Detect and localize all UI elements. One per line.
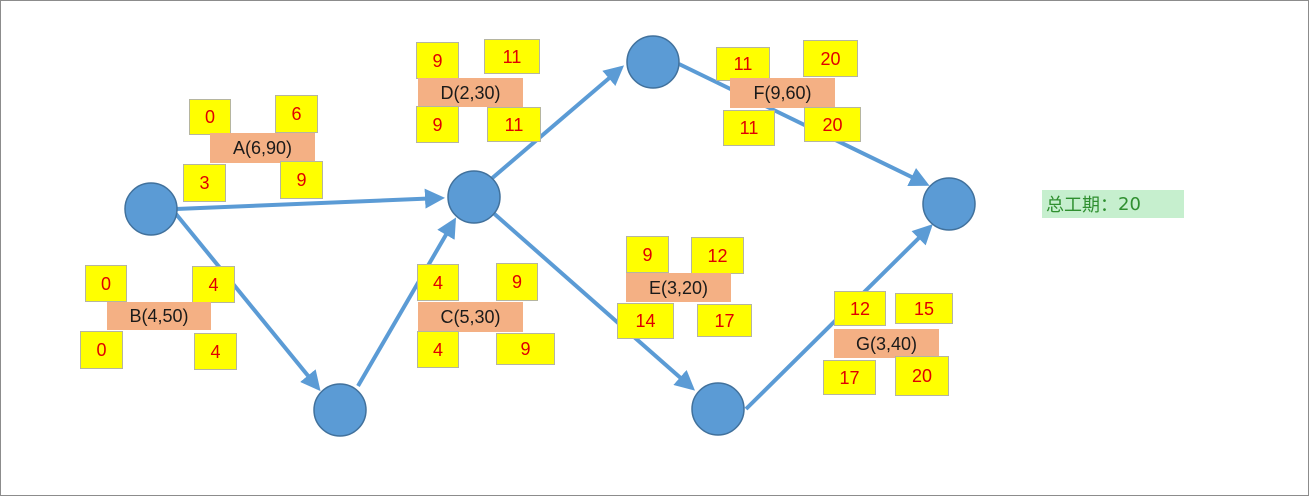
activity-b-es: 0 xyxy=(85,265,127,302)
activity-g-lf: 20 xyxy=(895,356,949,396)
activity-c-lf: 9 xyxy=(496,333,555,365)
activity-f-lf: 20 xyxy=(804,107,861,142)
total-duration-value: 20 xyxy=(1118,193,1141,215)
activity-g-label: G(3,40) xyxy=(834,329,939,358)
activity-c-es: 4 xyxy=(417,264,459,301)
activity-b-lf: 4 xyxy=(194,333,237,370)
activity-e-es: 9 xyxy=(626,236,669,273)
activity-d-label: D(2,30) xyxy=(418,78,523,107)
edge-n1-n3 xyxy=(175,188,445,211)
activity-a-es: 0 xyxy=(189,99,231,135)
activity-c-ef: 9 xyxy=(496,263,538,301)
activity-d-ef: 11 xyxy=(484,39,540,74)
edge-n1-n2 xyxy=(174,212,321,392)
activity-a-ls: 3 xyxy=(183,164,226,202)
node-1 xyxy=(124,182,178,236)
edge-n2-n3 xyxy=(356,217,457,388)
activity-g-ls: 17 xyxy=(823,360,876,395)
activity-e-lf: 17 xyxy=(697,304,752,337)
activity-f-label: F(9,60) xyxy=(730,78,835,108)
node-6 xyxy=(922,177,976,231)
activity-e-label: E(3,20) xyxy=(626,273,731,302)
activity-a-lf: 9 xyxy=(280,161,323,199)
nodes-layer xyxy=(124,35,976,437)
edge-n3-n5 xyxy=(488,208,696,391)
node-4 xyxy=(626,35,680,89)
activity-a-ef: 6 xyxy=(275,95,318,133)
activity-g-es: 12 xyxy=(834,291,886,326)
activity-f-ef: 20 xyxy=(803,40,858,77)
activity-d-ls: 9 xyxy=(416,106,459,143)
activity-c-ls: 4 xyxy=(417,331,459,368)
total-duration-badge: 总工期：20 xyxy=(1042,190,1184,218)
activity-f-ls: 11 xyxy=(723,110,775,146)
activity-b-ef: 4 xyxy=(192,266,235,303)
edge-n4-n6 xyxy=(678,62,930,187)
total-duration-label: 总工期： xyxy=(1046,195,1118,216)
activity-e-ef: 12 xyxy=(691,237,744,274)
activity-c-label: C(5,30) xyxy=(418,302,523,332)
node-3 xyxy=(447,170,501,224)
node-5 xyxy=(691,382,745,436)
activity-b-label: B(4,50) xyxy=(107,302,211,330)
activity-d-es: 9 xyxy=(416,42,459,79)
edges-layer xyxy=(174,62,933,411)
activity-e-ls: 14 xyxy=(617,303,674,339)
activity-b-ls: 0 xyxy=(80,331,123,369)
node-2 xyxy=(313,383,367,437)
activity-d-lf: 11 xyxy=(487,107,541,142)
activity-f-es: 11 xyxy=(716,47,770,81)
activity-g-ef: 15 xyxy=(895,293,953,324)
edge-n3-n4 xyxy=(488,65,625,182)
activity-a-label: A(6,90) xyxy=(210,133,315,163)
